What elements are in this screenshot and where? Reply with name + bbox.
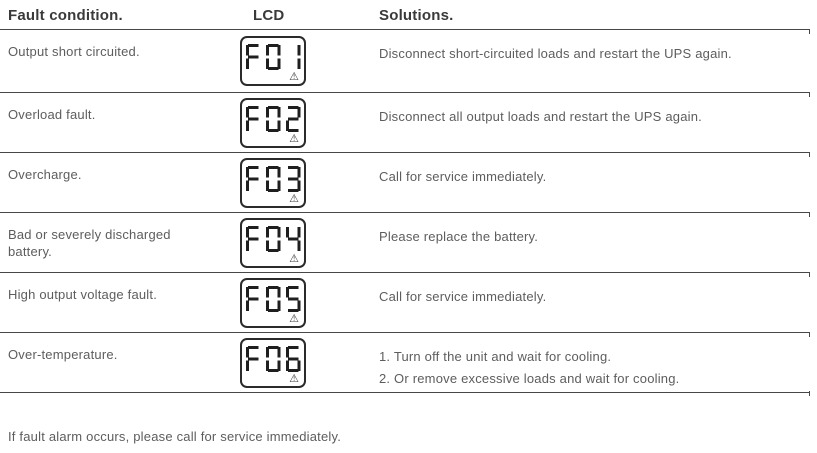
table-row: Output short circuited. ⚠ Disconnect sho… <box>0 28 810 92</box>
lcd-code <box>246 105 301 132</box>
lcd-display: ⚠ <box>240 36 306 86</box>
solution-line: Call for service immediately. <box>379 289 547 304</box>
fault-condition-cell: High output voltage fault. <box>8 287 158 302</box>
solution-line: Call for service immediately. <box>379 169 547 184</box>
warning-triangle-icon: ⚠ <box>289 252 299 265</box>
solutions-cell: 1. Turn off the unit and wait for coolin… <box>379 346 807 390</box>
column-header-solutions: Solutions. <box>379 7 454 24</box>
table-header-row: Fault condition. LCD Solutions. <box>0 0 810 29</box>
column-header-fault-condition: Fault condition. <box>8 7 123 24</box>
lcd-code <box>246 345 301 372</box>
fault-condition-cell: Overcharge. <box>8 167 82 182</box>
table-row: Over-temperature. ⚠ 1. Turn off the unit… <box>0 331 810 392</box>
fault-condition-cell: Bad or severely discharged battery. <box>8 227 171 259</box>
solution-line: Please replace the battery. <box>379 229 539 244</box>
lcd-display: ⚠ <box>240 157 306 208</box>
warning-triangle-icon: ⚠ <box>289 372 299 385</box>
warning-triangle-icon: ⚠ <box>289 132 299 145</box>
rule-end-tick <box>808 390 810 396</box>
solution-line: Disconnect short-circuited loads and res… <box>379 46 732 61</box>
table-row: High output voltage fault. ⚠ Call for se… <box>0 271 810 332</box>
table-row: Overload fault. ⚠ Disconnect all output … <box>0 91 810 152</box>
warning-triangle-icon: ⚠ <box>289 71 299 83</box>
fault-table: Fault condition. LCD Solutions. Output s… <box>0 0 810 393</box>
fault-condition-cell: Overload fault. <box>8 107 96 122</box>
solution-line: 2. Or remove excessive loads and wait fo… <box>379 371 680 386</box>
lcd-display: ⚠ <box>240 337 306 388</box>
footer-note: If fault alarm occurs, please call for s… <box>8 429 342 444</box>
solutions-cell: Call for service immediately. <box>379 286 807 308</box>
warning-triangle-icon: ⚠ <box>289 192 299 205</box>
solutions-cell: Call for service immediately. <box>379 166 807 188</box>
solutions-cell: Disconnect all output loads and restart … <box>379 106 807 128</box>
solutions-cell: Disconnect short-circuited loads and res… <box>379 43 807 65</box>
table-body: Output short circuited. ⚠ Disconnect sho… <box>0 28 810 393</box>
table-row: Overcharge. ⚠ Call for service immediate… <box>0 151 810 212</box>
fault-condition-cell: Over-temperature. <box>8 347 118 362</box>
lcd-display: ⚠ <box>240 97 306 148</box>
fault-condition-cell: Output short circuited. <box>8 44 140 59</box>
lcd-code <box>246 285 301 312</box>
lcd-display: ⚠ <box>240 217 306 268</box>
lcd-code <box>246 44 301 70</box>
column-header-lcd: LCD <box>253 7 285 24</box>
solution-line: Disconnect all output loads and restart … <box>379 109 702 124</box>
warning-triangle-icon: ⚠ <box>289 312 299 325</box>
solution-line: 1. Turn off the unit and wait for coolin… <box>379 349 612 364</box>
lcd-code <box>246 225 301 252</box>
lcd-display: ⚠ <box>240 277 306 328</box>
table-row: Bad or severely discharged battery. ⚠ Pl… <box>0 211 810 272</box>
solutions-cell: Please replace the battery. <box>379 226 807 248</box>
lcd-code <box>246 165 301 192</box>
